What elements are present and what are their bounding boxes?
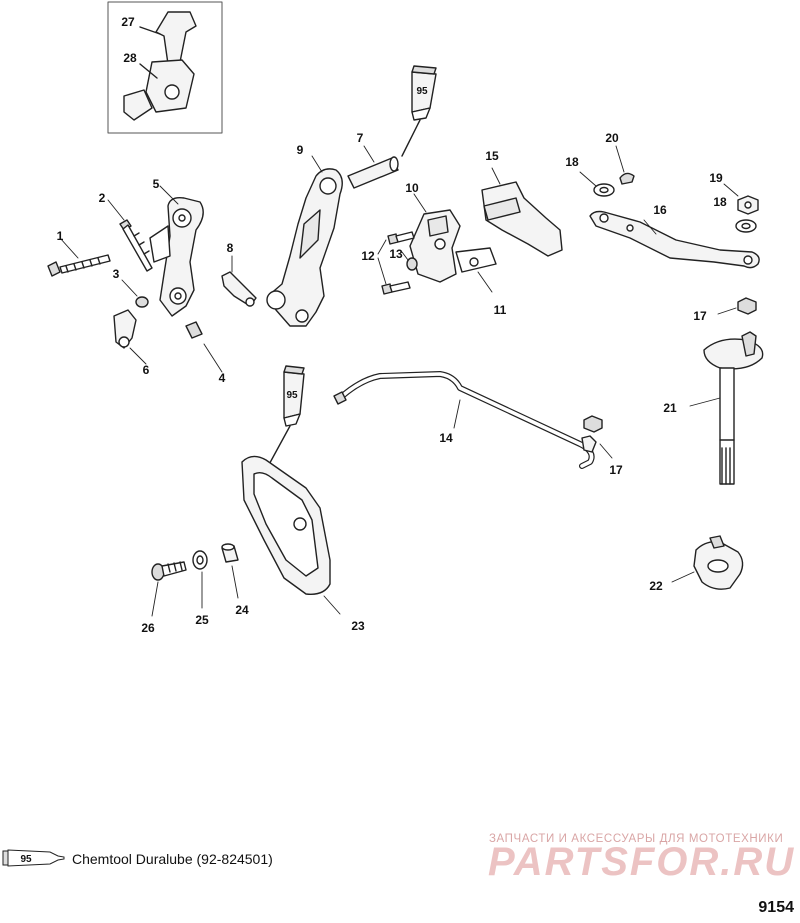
callout-5: 5 (153, 177, 160, 191)
callout-1: 1 (57, 229, 64, 243)
part-18-washer-lower (735, 219, 757, 233)
callout-7: 7 (357, 131, 364, 145)
part-16-arm (589, 210, 760, 269)
callout-8: 8 (227, 241, 234, 255)
part-26-screw (151, 561, 187, 617)
part-24-spacer (221, 543, 239, 599)
part-17-nut-upper (717, 297, 757, 315)
callout-19: 19 (709, 171, 723, 185)
part-4-sleeve (185, 321, 223, 373)
callout-17-upper: 17 (693, 309, 707, 323)
part-12-screws (377, 231, 415, 295)
callout-10: 10 (405, 181, 419, 195)
legend-tube-code: 95 (20, 854, 32, 865)
part-10-bracket (409, 193, 497, 283)
part-20-clip (615, 145, 635, 185)
grease-tube-lower (265, 365, 305, 471)
callout-15: 15 (485, 149, 499, 163)
callout-23: 23 (351, 619, 365, 633)
part-5-lever-bracket (149, 185, 204, 317)
part-17-nut-lower (581, 415, 613, 459)
part-18-washer-upper (579, 171, 615, 197)
callout-12: 12 (361, 249, 375, 263)
callout-18-upper: 18 (565, 155, 579, 169)
inset-detail (107, 1, 223, 134)
callout-2: 2 (99, 191, 106, 205)
callout-24: 24 (235, 603, 249, 617)
callout-22: 22 (649, 579, 663, 593)
part-15-block (481, 167, 563, 257)
part-19-nut (723, 183, 759, 215)
callout-25: 25 (195, 613, 209, 627)
part-8-link (221, 255, 257, 307)
part-6-clip (113, 309, 147, 365)
callout-17-lower: 17 (609, 463, 623, 477)
callout-20: 20 (605, 131, 619, 145)
callout-6: 6 (143, 363, 150, 377)
callout-9: 9 (297, 143, 304, 157)
part-25-washer (192, 550, 208, 609)
callout-18-lower: 18 (713, 195, 727, 209)
callout-14: 14 (439, 431, 453, 445)
legend-tube-icon: 95 (2, 849, 65, 867)
part-22-assembly (671, 535, 744, 590)
part-13-bushing (401, 251, 418, 271)
tube-label-lower: 95 (286, 390, 298, 401)
callout-21: 21 (663, 401, 677, 415)
part-9-shift-arm (266, 155, 343, 327)
callout-13: 13 (389, 247, 403, 261)
legend-description: Chemtool Duralube (92-824501) (72, 851, 273, 867)
callout-11: 11 (494, 303, 507, 317)
watermark-tagline: ЗАПЧАСТИ И АКСЕССУАРЫ ДЛЯ МОТОТЕХНИКИ (489, 833, 784, 845)
part-21-shaft (689, 331, 764, 485)
part-3-bushing (121, 279, 149, 308)
callout-labels: 1 2 3 4 5 6 7 8 9 10 11 12 13 14 15 16 1… (57, 15, 727, 635)
callout-16: 16 (653, 203, 667, 217)
part-14-rod (333, 371, 595, 469)
figure-number: 9154 (758, 899, 794, 916)
callout-4: 4 (219, 371, 226, 385)
tube-label-top: 95 (416, 86, 428, 97)
callout-26: 26 (141, 621, 155, 635)
callout-27: 27 (121, 15, 135, 29)
watermark-brand: PARTSFOR.RU (488, 840, 796, 884)
callout-3: 3 (113, 267, 120, 281)
callout-28: 28 (123, 51, 137, 65)
part-7-pin (347, 145, 399, 189)
part-23-cover (241, 455, 341, 615)
part-1-bolt (47, 237, 111, 277)
part-2-screw (107, 199, 153, 272)
grease-tube-top (401, 65, 437, 157)
